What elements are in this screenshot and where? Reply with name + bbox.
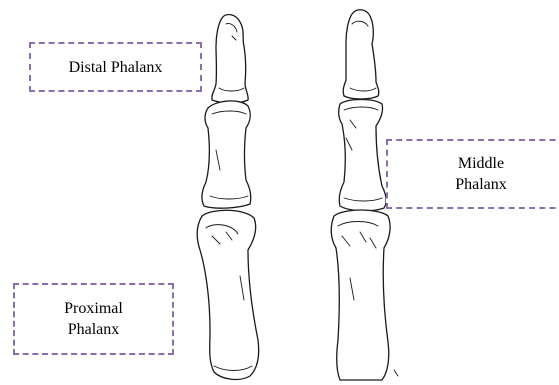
distal-phalanx-label: Distal Phalanx	[29, 42, 202, 92]
proximal-phalanx-label: Proximal Phalanx	[13, 283, 174, 355]
right-distal-phalanx	[343, 10, 379, 99]
right-middle-phalanx	[339, 100, 386, 211]
proximal-phalanx-text: Proximal Phalanx	[64, 298, 123, 340]
distal-phalanx-text: Distal Phalanx	[69, 57, 163, 78]
middle-phalanx-text: Middle Phalanx	[455, 153, 507, 195]
left-distal-phalanx	[212, 15, 248, 103]
right-proximal-phalanx	[331, 210, 390, 380]
left-proximal-phalanx	[197, 210, 259, 379]
left-middle-phalanx	[202, 101, 251, 208]
middle-phalanx-label: Middle Phalanx	[386, 139, 559, 209]
